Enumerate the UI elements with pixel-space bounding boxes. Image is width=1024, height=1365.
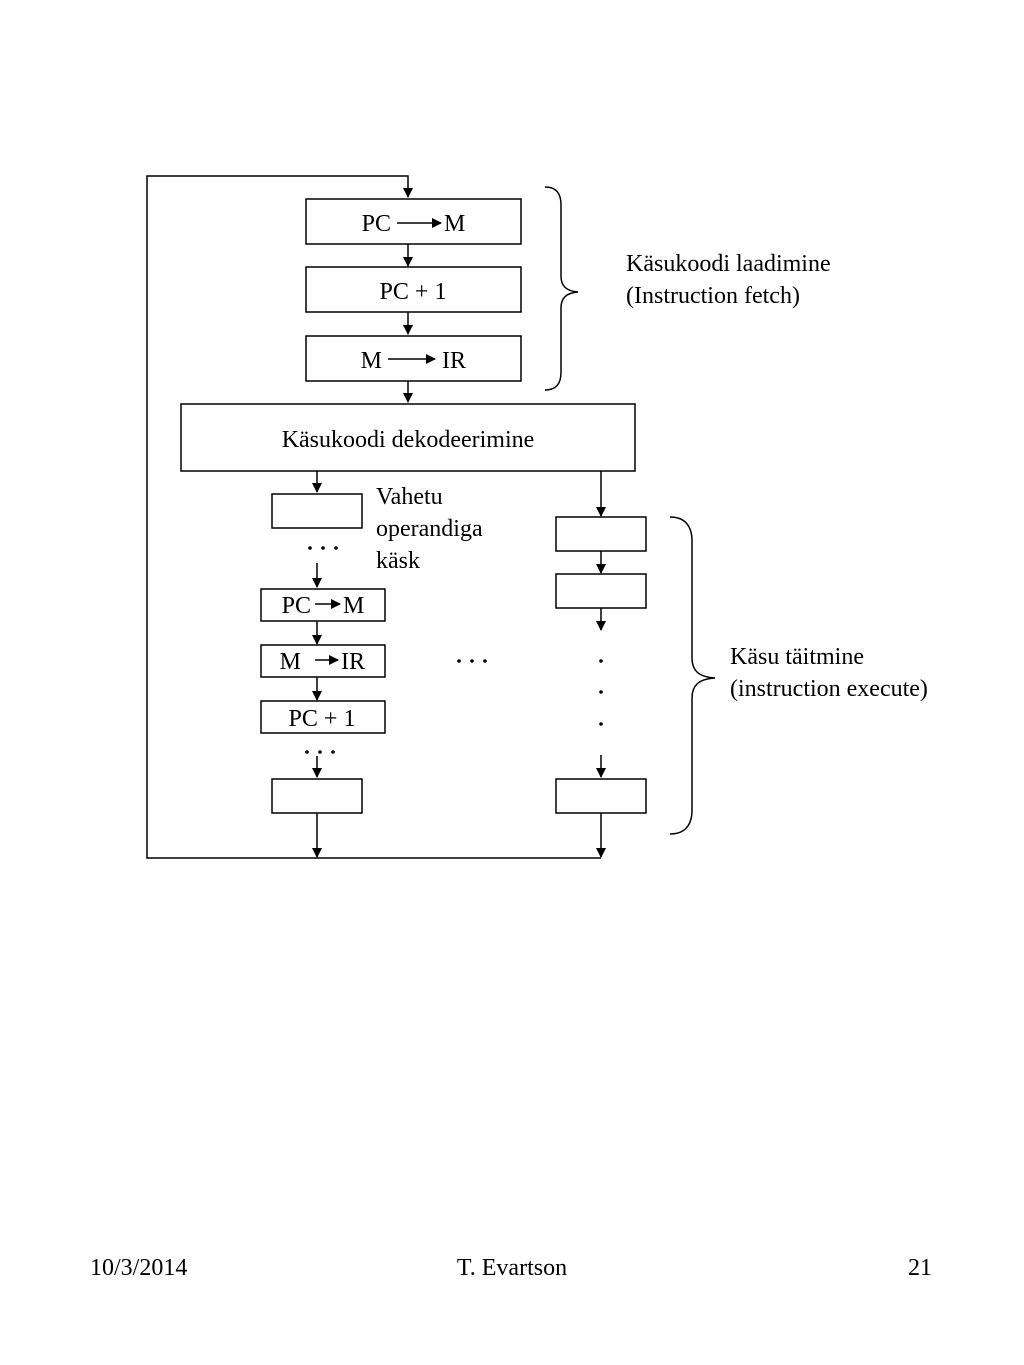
fetch-label-line1: Käsukoodi laadimine <box>626 251 831 277</box>
left-branch-first-box <box>271 493 363 529</box>
fetch-pc-to-m-box <box>305 198 522 245</box>
fetch-pc-plus-one-box <box>305 266 522 313</box>
immediate-m-to-ir-box <box>260 644 386 678</box>
fetch-pc-plus-one-label: PC + 1 <box>380 279 447 305</box>
left-branch-last-box <box>271 778 363 814</box>
immediate-label-line1: Vahetu <box>376 484 443 510</box>
left-branch-ellipsis-1 <box>308 546 338 550</box>
immediate-ir-label: IR <box>341 649 365 675</box>
immediate-pc-to-m-box <box>260 588 386 622</box>
immediate-m2-label: M <box>280 649 301 675</box>
immediate-pc-plus-one-box <box>260 700 386 734</box>
immediate-label-line3: käsk <box>376 548 420 574</box>
immediate-pc-label: PC <box>282 593 311 619</box>
right-branch-box-2 <box>555 573 647 609</box>
fetch-label-line2: (Instruction fetch) <box>626 283 800 309</box>
decode-box <box>180 403 636 472</box>
right-branch-last-box <box>555 778 647 814</box>
execute-brace <box>669 516 716 835</box>
fetch-ir-label: IR <box>442 348 466 374</box>
right-branch-box-1 <box>555 516 647 552</box>
footer-page-number: 21 <box>908 1255 932 1281</box>
fetch-m2-label: M <box>361 348 382 374</box>
left-branch-ellipsis-2 <box>305 750 335 754</box>
loop-back-line <box>146 175 601 859</box>
branches-ellipsis <box>457 659 487 663</box>
decode-label: Käsukoodi dekodeerimine <box>282 427 535 453</box>
execute-label-line2: (instruction execute) <box>730 676 928 702</box>
fetch-m-label: M <box>444 211 465 237</box>
fetch-brace <box>544 186 579 391</box>
fetch-pc-label: PC <box>362 211 391 237</box>
immediate-m-label: M <box>343 593 364 619</box>
footer-date: 10/3/2014 <box>90 1255 188 1281</box>
footer-author: T. Evartson <box>456 1255 568 1281</box>
execute-label-line1: Käsu täitmine <box>730 644 864 670</box>
immediate-pc-plus-one-label: PC + 1 <box>289 706 356 732</box>
immediate-label-line2: operandiga <box>376 516 483 542</box>
right-branch-vertical-ellipsis <box>599 659 603 726</box>
